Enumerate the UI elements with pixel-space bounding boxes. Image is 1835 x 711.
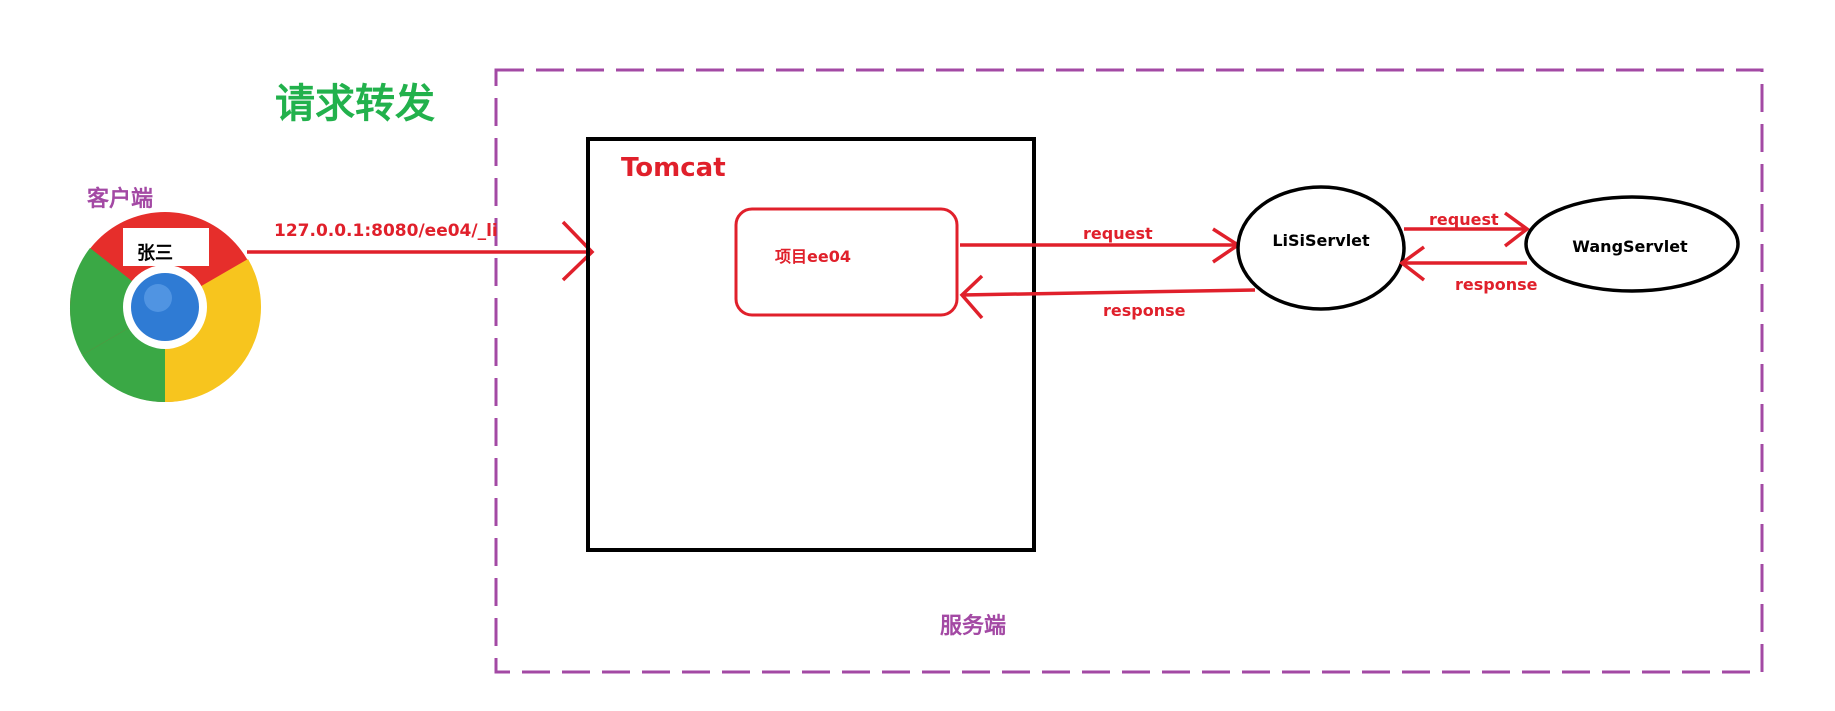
response-arrow-1 xyxy=(961,288,1256,297)
wang-servlet-node xyxy=(1524,195,1740,293)
response-label-1: response xyxy=(1103,301,1186,320)
client-request-arrowhead xyxy=(561,220,595,282)
request-arrowhead-2 xyxy=(1503,211,1530,248)
diagram-title: 请求转发 xyxy=(275,81,435,127)
chrome-browser-icon xyxy=(69,212,262,403)
project-label: 项目ee04 xyxy=(775,247,851,266)
request-label-2: request xyxy=(1429,210,1499,229)
lisi-servlet-node xyxy=(1236,185,1406,311)
server-boundary xyxy=(494,68,1764,674)
response-arrowhead-1 xyxy=(959,274,984,320)
request-url: 127.0.0.1:8080/ee04/_li xyxy=(274,221,498,241)
response-arrowhead-2 xyxy=(1399,245,1426,282)
client-label: 客户端 xyxy=(87,186,153,212)
user-tag xyxy=(123,228,209,266)
server-label: 服务端 xyxy=(940,614,1006,639)
tomcat-label: Tomcat xyxy=(621,153,726,183)
lisi-servlet-label: LiSiServlet xyxy=(1272,231,1370,250)
response-label-2: response xyxy=(1455,275,1538,294)
request-label-1: request xyxy=(1083,224,1153,243)
wang-servlet-label: WangServlet xyxy=(1572,237,1688,256)
tomcat-container xyxy=(586,137,1036,552)
user-name: 张三 xyxy=(137,243,173,264)
project-box xyxy=(734,207,959,317)
